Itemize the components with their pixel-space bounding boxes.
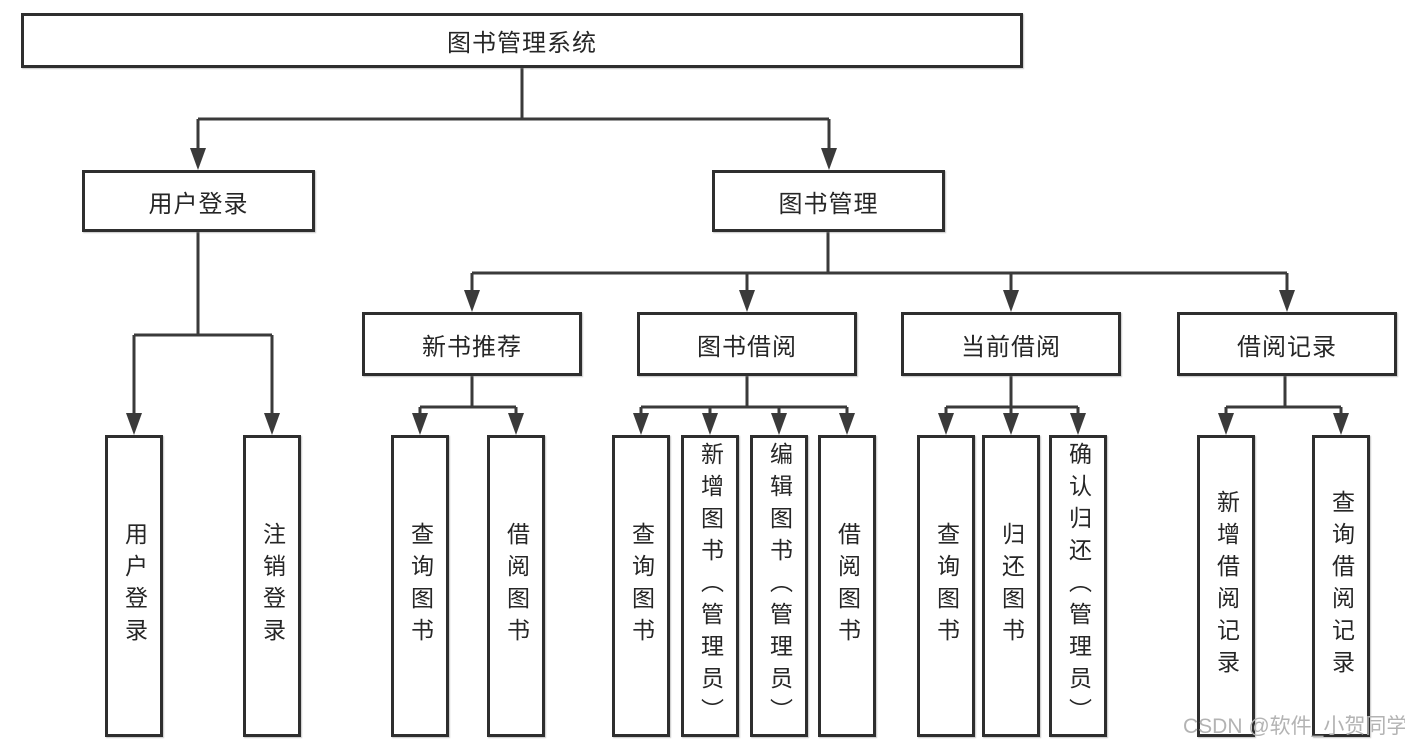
- arrowhead: [739, 290, 755, 312]
- leaf-query-book-recommend: 查询图书: [391, 435, 449, 737]
- leaf-query-book-borrow: 查询图书: [612, 435, 670, 737]
- leaf-label: 查询借阅记录: [1328, 490, 1355, 682]
- leaf-label: 用户登录: [121, 522, 148, 650]
- leaf-user-login: 用户登录: [105, 435, 163, 737]
- arrowhead: [1070, 413, 1086, 435]
- leaf-query-borrow-record: 查询借阅记录: [1312, 435, 1370, 737]
- arrowhead: [633, 413, 649, 435]
- leaf-label: 新增借阅记录: [1213, 490, 1240, 682]
- leaf-borrow-book: 借阅图书: [818, 435, 876, 737]
- leaf-add-borrow-record: 新增借阅记录: [1197, 435, 1255, 737]
- leaf-borrow-book-recommend: 借阅图书: [487, 435, 545, 737]
- node-label: 借阅记录: [1237, 333, 1337, 361]
- leaf-label: 查询图书: [407, 522, 434, 650]
- leaf-query-book-current: 查询图书: [917, 435, 975, 737]
- arrowhead: [1218, 413, 1234, 435]
- watermark: CSDN @软件_小贺同学: [1183, 715, 1405, 738]
- leaf-label: 注销登录: [259, 522, 286, 650]
- leaf-label: 查询图书: [933, 522, 960, 650]
- leaf-add-book-admin: 新增图书（管理员）: [681, 435, 739, 737]
- edge-new-book-recommend-children: [418, 376, 518, 414]
- leaf-return-book: 归还图书: [982, 435, 1040, 737]
- node-label: 用户登录: [148, 190, 249, 218]
- node-borrow-record: 借阅记录: [1177, 312, 1397, 376]
- node-root-system: 图书管理系统: [21, 13, 1023, 68]
- arrowhead: [1279, 290, 1295, 312]
- edge-current-borrow-children: [944, 376, 1080, 414]
- node-label: 新书推荐: [422, 333, 522, 361]
- arrowhead: [464, 290, 480, 312]
- node-book-borrow: 图书借阅: [637, 312, 857, 376]
- leaf-logout: 注销登录: [243, 435, 301, 737]
- arrowhead: [1003, 290, 1019, 312]
- arrowhead: [412, 413, 428, 435]
- node-label: 当前借阅: [961, 333, 1061, 361]
- arrowhead: [508, 413, 524, 435]
- edge-root-to-level2: [196, 68, 831, 150]
- edge-user-login-children: [132, 232, 274, 415]
- arrowhead: [190, 148, 206, 170]
- arrowhead: [1003, 413, 1019, 435]
- arrowhead: [839, 413, 855, 435]
- node-new-book-recommend: 新书推荐: [362, 312, 582, 376]
- leaf-label: 新增图书（管理员）: [697, 442, 724, 730]
- edge-borrow-record-children: [1224, 376, 1343, 414]
- node-user-login: 用户登录: [82, 170, 315, 232]
- node-label: 图书管理: [778, 190, 879, 218]
- arrowheads: [126, 148, 1349, 435]
- arrowhead: [938, 413, 954, 435]
- leaf-confirm-return-admin: 确认归还（管理员）: [1049, 435, 1107, 737]
- leaf-label: 借阅图书: [503, 522, 530, 650]
- node-label: 图书借阅: [697, 333, 797, 361]
- leaf-label: 编辑图书（管理员）: [766, 442, 793, 730]
- node-book-management: 图书管理: [712, 170, 945, 232]
- arrowhead: [126, 413, 142, 435]
- arrowhead: [771, 413, 787, 435]
- node-current-borrow: 当前借阅: [901, 312, 1121, 376]
- arrowhead: [264, 413, 280, 435]
- edge-book-borrow-children: [639, 376, 849, 414]
- edge-book-management-children: [470, 232, 1289, 291]
- leaf-edit-book-admin: 编辑图书（管理员）: [750, 435, 808, 737]
- leaf-label: 查询图书: [628, 522, 655, 650]
- leaf-label: 归还图书: [998, 522, 1025, 650]
- leaf-label: 借阅图书: [834, 522, 861, 650]
- leaf-label: 确认归还（管理员）: [1065, 442, 1092, 730]
- arrowhead: [1333, 413, 1349, 435]
- arrowhead: [821, 148, 837, 170]
- node-root-label: 图书管理系统: [447, 30, 597, 57]
- arrowhead: [702, 413, 718, 435]
